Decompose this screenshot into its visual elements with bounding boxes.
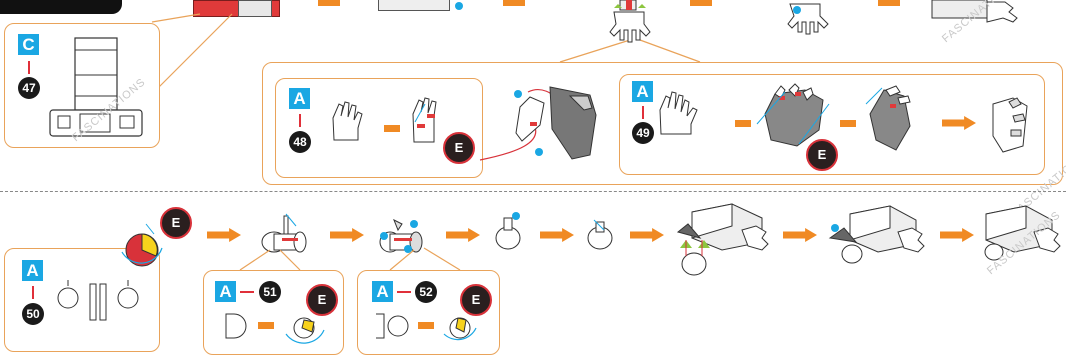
- part-letter-badge: A: [289, 88, 310, 109]
- red-part-grey: [238, 0, 272, 17]
- step-arrow-large: [446, 228, 480, 242]
- step-arrow: [384, 125, 400, 132]
- step-arrow: [503, 0, 525, 6]
- step-arrow: [690, 0, 712, 6]
- step-arrow-large: [783, 228, 817, 242]
- hand-illustration: [332, 101, 363, 141]
- hand-assembly-illustration: [479, 86, 597, 161]
- part-letter-badge: A: [215, 281, 236, 302]
- hand-with-wheel-illustration: [676, 203, 769, 276]
- step-number: 52: [415, 281, 437, 303]
- hub-assembly-illustration: [261, 213, 307, 253]
- wheel-illustration: [443, 317, 477, 341]
- blue-dot: [831, 224, 839, 232]
- callout-line: [151, 13, 701, 89]
- hand-with-wheel-illustration: [984, 205, 1061, 261]
- blue-dot: [455, 2, 463, 10]
- part-letter-badge: A: [22, 260, 43, 281]
- servo-horn-illustration: [57, 280, 139, 321]
- step-number: 48: [289, 131, 311, 153]
- step-arrow: [840, 120, 856, 127]
- blue-dot: [514, 90, 522, 98]
- step-arrow-large: [207, 228, 241, 242]
- step-number: 51: [259, 281, 281, 303]
- step-arrow-large: [330, 228, 364, 242]
- part-letter-badge: A: [372, 281, 393, 302]
- red-divider: [28, 61, 30, 74]
- disc-illustration: [225, 313, 247, 339]
- step-number: 50: [22, 303, 44, 325]
- step-number: 49: [632, 122, 654, 144]
- hand-illustration: [609, 0, 651, 43]
- hand-illustration: [865, 85, 911, 151]
- red-divider: [299, 114, 301, 127]
- blue-dot: [512, 212, 520, 220]
- blue-dot: [410, 220, 418, 228]
- blue-dot: [380, 232, 388, 240]
- part-e-badge: E: [443, 132, 475, 164]
- part-e-badge: E: [806, 139, 838, 171]
- red-divider: [642, 106, 644, 119]
- blue-dot: [404, 245, 412, 253]
- step-number: 47: [18, 77, 40, 99]
- step-arrow: [878, 0, 900, 6]
- part-e-badge: E: [460, 284, 492, 316]
- red-divider: [32, 286, 34, 299]
- step-arrow: [258, 322, 274, 329]
- step-arrow: [418, 322, 434, 329]
- step-arrow-large: [940, 228, 974, 242]
- step-arrow: [735, 120, 751, 127]
- wheel-illustration: [285, 317, 325, 344]
- red-dash: [397, 291, 411, 293]
- hand-illustration: [756, 83, 830, 147]
- blue-dot: [793, 6, 801, 14]
- red-dash: [240, 291, 254, 293]
- bracket-illustration: [376, 313, 409, 339]
- step-arrow: [318, 0, 340, 6]
- part-letter-badge: C: [18, 34, 39, 55]
- step-arrow-large: [942, 116, 976, 130]
- part-letter-badge: A: [632, 81, 653, 102]
- step-arrow-large: [630, 228, 664, 242]
- top-tab: [0, 0, 122, 14]
- hand-illustration: [412, 97, 437, 143]
- part-e-badge: E: [306, 284, 338, 316]
- wheel-illustration: [121, 223, 163, 267]
- hub-illustration: [495, 217, 521, 250]
- hub-illustration: [587, 219, 613, 250]
- hand-illustration: [992, 97, 1028, 153]
- section-divider: [0, 191, 1066, 192]
- part-c-illustration: [49, 37, 143, 137]
- part-e-badge: E: [160, 207, 192, 239]
- hand-with-wheel-illustration: [828, 205, 925, 264]
- hand-illustration: [931, 0, 1018, 23]
- hand-illustration: [659, 91, 698, 135]
- blue-dot: [535, 148, 543, 156]
- part-illustration: [378, 0, 450, 11]
- step-arrow-large: [540, 228, 574, 242]
- top-row: FASCINATIONS: [0, 0, 1066, 89]
